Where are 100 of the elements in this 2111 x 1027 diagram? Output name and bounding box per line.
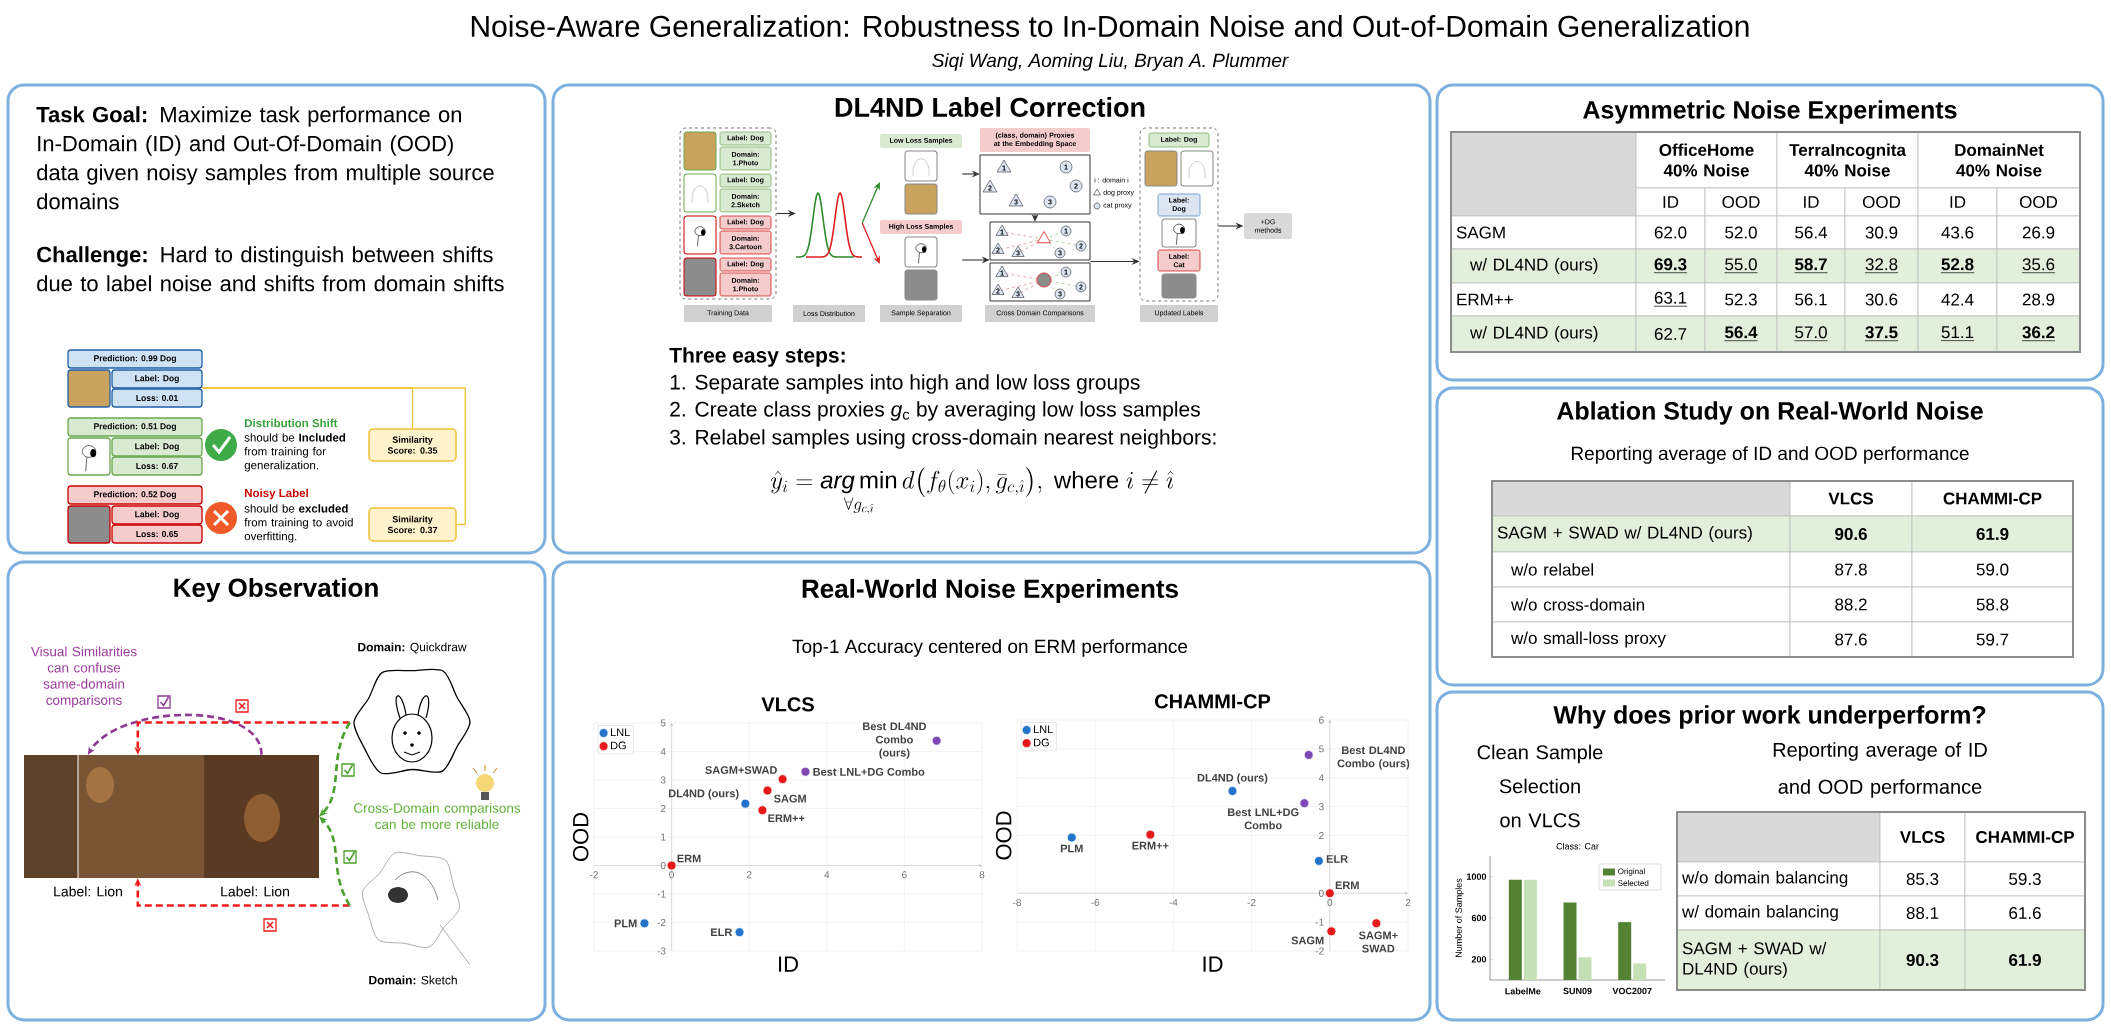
point-label: ERM++ [768, 814, 805, 822]
y-tick-label: -1 [657, 890, 666, 898]
table-cell: ID [1776, 187, 1846, 217]
arrow [861, 182, 880, 224]
table-cell: 62.0 [1635, 215, 1706, 250]
chart-title: Class: Car [1556, 842, 1599, 850]
point [1303, 750, 1314, 760]
table-cell: 52.8 [1917, 248, 1998, 284]
table-cell: 52.0 [1704, 215, 1778, 250]
list-item: 1. Separate samples into high and low loss groups [670, 374, 1140, 394]
table-cell: 36.2 [1996, 315, 2081, 353]
table-cell: 37.5 [1844, 315, 1919, 353]
image-caption: Domain: Sketch [369, 975, 457, 985]
panel-title: Real-World Noise Experiments [802, 578, 1178, 604]
point-label: SAGM+ SWAD [1358, 931, 1398, 953]
point-label: Best DL4ND Combo (ours) [1337, 746, 1410, 770]
legend-label: Original [1618, 868, 1645, 876]
x-tick-label: 0 [669, 871, 675, 879]
point-label: ELR [711, 928, 733, 936]
table-cell: CHAMMI-CP [1964, 811, 2086, 863]
image-caption: Label: Lion [221, 886, 289, 897]
x-tick-label: -2 [1247, 898, 1256, 906]
chart-title: VLCS [761, 697, 814, 712]
table-cell: 57.0 [1776, 315, 1846, 353]
point-label: Best LNL+DG Combo [813, 767, 925, 776]
panel-title: Why does prior work underperform? [1553, 705, 1986, 729]
point-label: DL4ND (ours) [1197, 773, 1268, 784]
y-tick-label: 200 [1471, 956, 1487, 963]
y-tick-label: 1 [661, 833, 666, 841]
point [757, 805, 768, 816]
table-cell: 35.6 [1996, 248, 2081, 284]
y-axis-title: OOD [995, 811, 1012, 860]
table-cell: 56.4 [1704, 315, 1778, 353]
panel-title: Key Observation [174, 577, 378, 603]
point [1227, 786, 1238, 796]
x-tick-label: 0 [1327, 898, 1333, 906]
x-tick-label: -4 [1169, 898, 1178, 906]
y-tick-label: -2 [657, 919, 666, 926]
point [1066, 832, 1077, 843]
formula: $\hat{y}_i = \underset{\forall g_{c,\hat{\imath}}}{\mathit{arg}\min}\, d\big(f_{\theta}(x_i), \bar{g}_{c,\hat{\imath}}\big), \text{ where } i \neq \hat{\imath}$ [770, 467, 1174, 515]
table-cell: 85.3 [1879, 861, 1966, 897]
table-cell: 62.7 [1635, 315, 1706, 353]
loss-tag: Loss: 0.65 [111, 524, 203, 544]
status-heading: Distribution Shift [245, 418, 338, 428]
table-cell: 32.8 [1844, 248, 1919, 284]
point [1326, 926, 1337, 937]
prediction-tag: Prediction: 0.52 Dog [67, 485, 203, 505]
point [1299, 798, 1310, 809]
table-cell: 59.3 [1964, 861, 2086, 897]
table-cell: 51.1 [1917, 315, 1998, 353]
point [931, 735, 942, 746]
bar [1633, 963, 1647, 980]
score-box: Similarity Score: 0.37 [368, 507, 457, 542]
subtitle: Top-1 Accuracy centered on ERM performance [792, 639, 1188, 657]
table-cell: 55.0 [1704, 248, 1778, 284]
table-cell: 63.1 [1635, 282, 1706, 317]
point [1313, 856, 1324, 866]
point [1324, 888, 1335, 899]
table-cell: ID [1635, 187, 1706, 217]
x-tick-label: 6 [902, 871, 907, 879]
table-cell: 56.4 [1776, 215, 1846, 250]
y-tick-label: -3 [657, 947, 666, 955]
table-cell: OOD [1704, 187, 1778, 217]
connector-line [201, 387, 466, 526]
table-cell: 26.9 [1996, 215, 2081, 250]
x-tick-label: 4 [824, 871, 830, 879]
table-cell: OOD [1844, 187, 1919, 217]
point-label: ERM [677, 854, 701, 863]
prediction-tag: Prediction: 0.99 Dog [67, 349, 203, 369]
y-tick-label: 2 [660, 805, 666, 812]
label-tag: Label: Dog [111, 369, 203, 389]
table-cell: OOD [1996, 187, 2081, 217]
y-tick-label: 3 [1318, 803, 1324, 811]
panel-title: DL4ND Label Correction [835, 97, 1145, 117]
y-tick-label: 1000 [1467, 873, 1487, 880]
label-tag: Label: Dog [111, 437, 203, 457]
table-cell: VLCS [1879, 811, 1966, 863]
table-cell: 56.1 [1776, 282, 1846, 317]
paragraph: Task Goal: Maximize task performance on In-Domain (ID) and Out-Of-Domain (OOD) data given noisy samples from multiple source domains [36, 106, 494, 210]
legend-label: LNL [611, 728, 630, 737]
list-item: 3. Relabel samples using cross-domain nearest neighbors: [670, 429, 1216, 449]
x-tick-label: -8 [1013, 898, 1022, 906]
legend-label: LNL [1034, 725, 1053, 734]
point [639, 918, 650, 929]
legend-label: Selected [1618, 880, 1649, 886]
table-cell: 59.0 [1911, 551, 2074, 588]
point [1145, 829, 1156, 840]
y-tick-label: 600 [1471, 914, 1487, 922]
loss-tag: Loss: 0.01 [111, 388, 203, 408]
loss-curves-drawing [795, 191, 863, 258]
table-cell: 52.3 [1704, 282, 1778, 317]
subtitle: Clean Sample Selection on VLCS [1477, 744, 1603, 828]
point [800, 766, 811, 777]
y-tick-label: 6 [1319, 716, 1324, 724]
table-cell: ID [1917, 187, 1998, 217]
bar [1578, 957, 1592, 980]
paragraph: Challenge: Hard to distinguish between shifts due to label noise and shifts from domain shifts [37, 246, 504, 292]
panel-title: Asymmetric Noise Experiments [1583, 100, 1957, 124]
table-cell: 88.1 [1879, 895, 1966, 931]
point-label: PLM [614, 919, 637, 928]
